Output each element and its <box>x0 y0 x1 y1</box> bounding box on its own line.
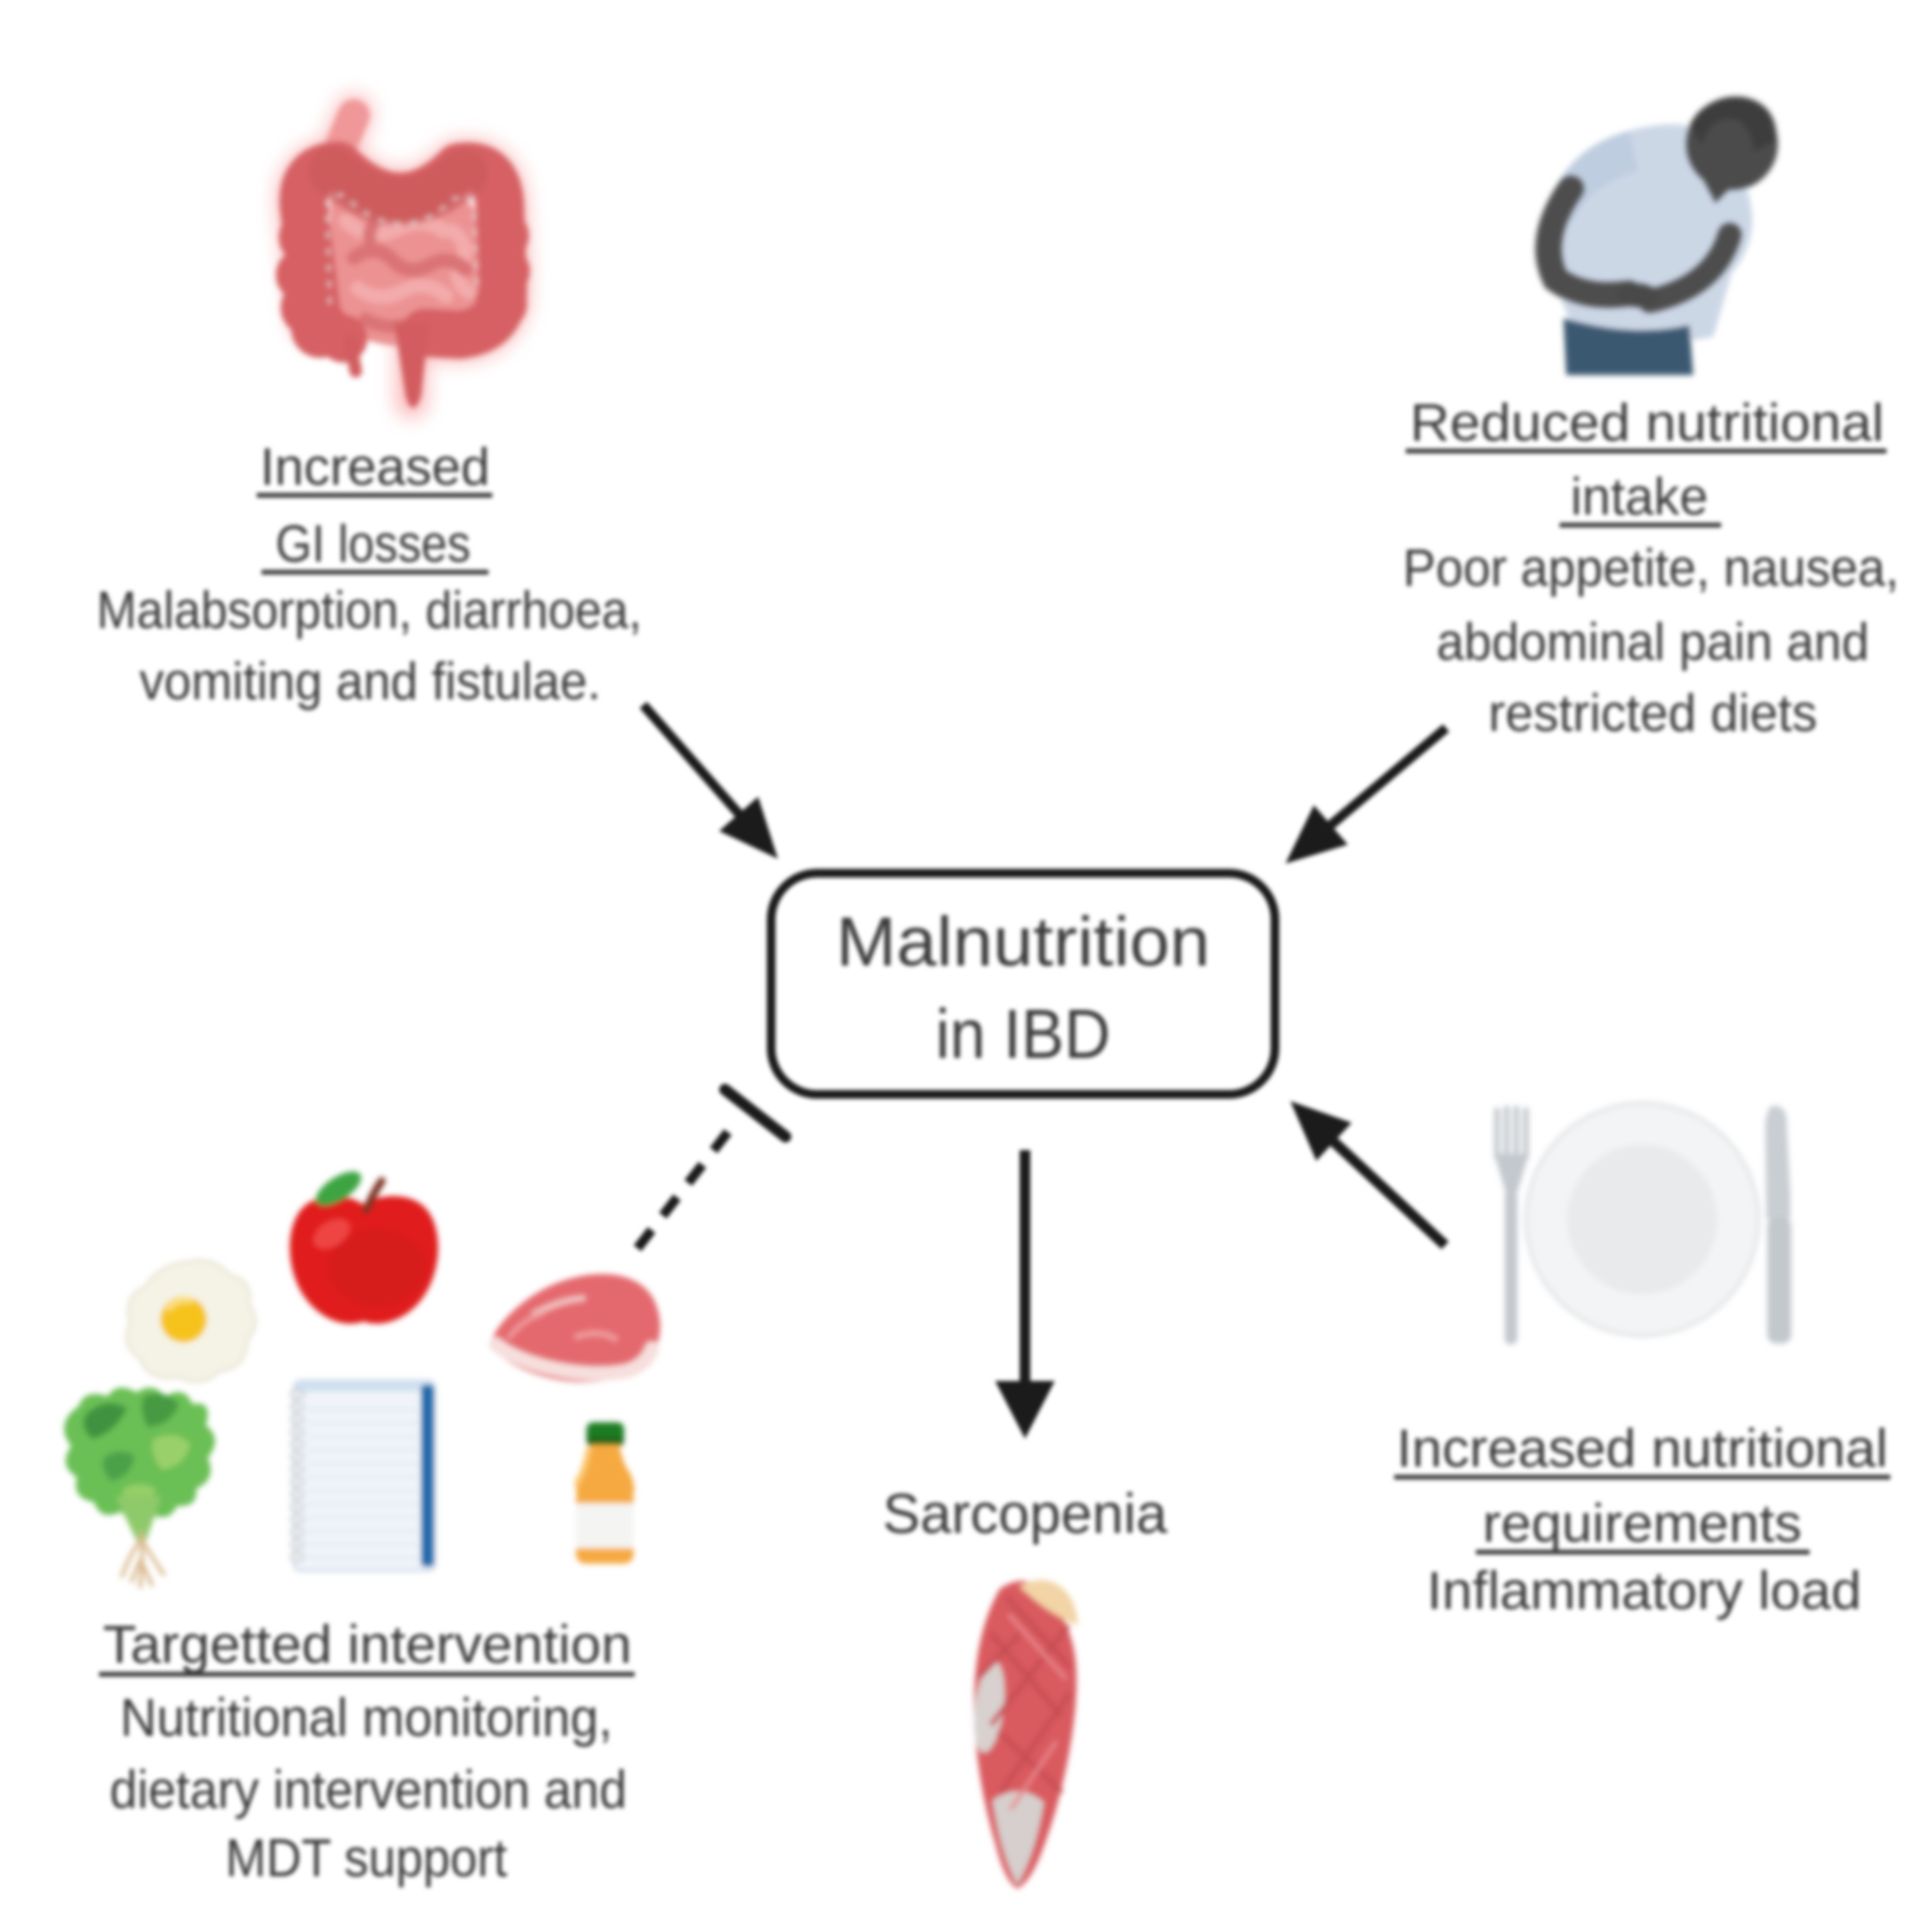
svg-text:Poor appetite, nausea,: Poor appetite, nausea, <box>1403 538 1899 597</box>
svg-text:Increased nutritional: Increased nutritional <box>1397 1418 1888 1478</box>
svg-text:Inflammatory load: Inflammatory load <box>1427 1560 1861 1620</box>
svg-text:Malnutrition: Malnutrition <box>837 904 1211 981</box>
svg-text:GI losses: GI losses <box>276 514 471 573</box>
svg-text:intake: intake <box>1571 466 1709 526</box>
svg-text:MDT support: MDT support <box>226 1827 508 1888</box>
svg-text:vomiting and fistulae.: vomiting and fistulae. <box>139 651 601 711</box>
svg-text:Targetted intervention: Targetted intervention <box>103 1614 632 1674</box>
svg-text:Increased: Increased <box>261 437 490 496</box>
svg-text:Malabsorption, diarrhoea,: Malabsorption, diarrhoea, <box>97 580 642 640</box>
svg-text:Reduced nutritional: Reduced nutritional <box>1411 392 1885 452</box>
svg-text:dietary intervention and: dietary intervention and <box>110 1759 627 1819</box>
svg-text:Nutritional monitoring,: Nutritional monitoring, <box>120 1687 612 1747</box>
svg-text:requirements: requirements <box>1483 1493 1802 1553</box>
svg-text:abdominal pain and: abdominal pain and <box>1436 612 1869 671</box>
svg-text:in IBD: in IBD <box>936 996 1111 1073</box>
svg-text:Sarcopenia: Sarcopenia <box>883 1483 1168 1545</box>
svg-text:restricted diets: restricted diets <box>1488 683 1817 742</box>
